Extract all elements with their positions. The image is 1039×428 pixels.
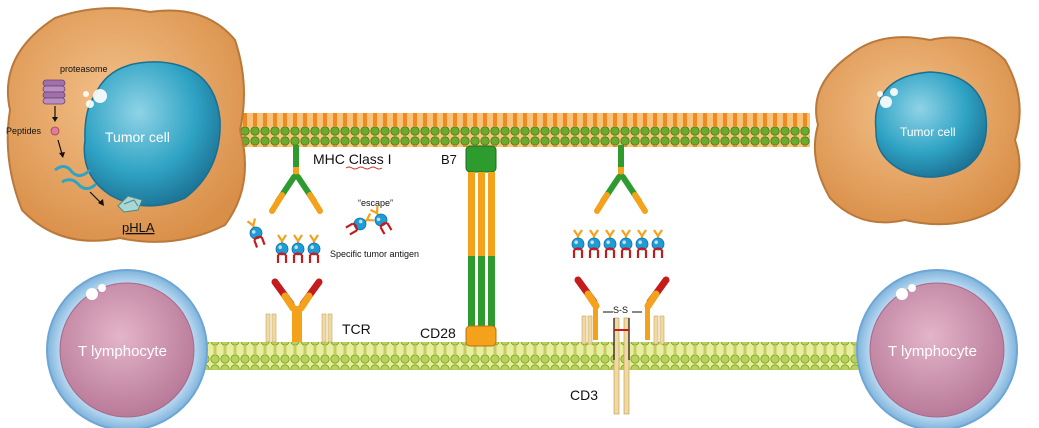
escape-antigens bbox=[343, 203, 395, 238]
tumor-membrane bbox=[236, 113, 810, 147]
antigen-icon bbox=[244, 216, 268, 250]
phla-icon bbox=[117, 195, 143, 213]
tcell-membrane bbox=[205, 342, 865, 370]
tumor-cell-left: Tumor cell proteasome Peptides pHLA bbox=[6, 7, 246, 243]
specific-antigen-label: Specific tumor antigen bbox=[330, 249, 419, 259]
tcr-left bbox=[275, 282, 319, 342]
cd3-transmembrane bbox=[603, 311, 642, 415]
mhc-class-i-right bbox=[597, 145, 645, 211]
t-lymphocyte-left: T lymphocyte bbox=[46, 269, 208, 428]
b7-molecule bbox=[465, 145, 497, 256]
cd3-label: CD3 bbox=[570, 387, 598, 403]
mhc-class-label: MHC Class I bbox=[313, 151, 392, 167]
tcr-right bbox=[574, 276, 670, 340]
peptides-label: Peptides bbox=[6, 126, 42, 136]
tumor-cell-right-label: Tumor cell bbox=[900, 125, 956, 139]
proteasome-icon bbox=[42, 79, 66, 105]
b7-label: B7 bbox=[441, 152, 457, 167]
tumor-cell-right: Tumor cell bbox=[813, 36, 1021, 226]
tumor-cell-left-label: Tumor cell bbox=[105, 129, 170, 145]
ss-bond-label: S-S bbox=[613, 305, 628, 315]
tcr-label: TCR bbox=[342, 321, 371, 337]
phla-label: pHLA bbox=[122, 220, 155, 235]
escape-label: “escape” bbox=[358, 198, 393, 208]
t-lymphocyte-left-label: T lymphocyte bbox=[78, 343, 167, 360]
cd28-label: CD28 bbox=[420, 325, 456, 341]
t-lymphocyte-right: T lymphocyte bbox=[856, 269, 1018, 428]
peptide-icon bbox=[50, 126, 60, 136]
antigen-row-right bbox=[570, 228, 666, 260]
antigen-row-left bbox=[274, 233, 322, 265]
tumor-nucleus-left bbox=[83, 61, 221, 207]
t-lymphocyte-right-label: T lymphocyte bbox=[888, 343, 977, 360]
proteasome-label: proteasome bbox=[60, 64, 108, 74]
cd28-molecule bbox=[465, 256, 497, 347]
tumor-nucleus-right bbox=[874, 71, 988, 178]
